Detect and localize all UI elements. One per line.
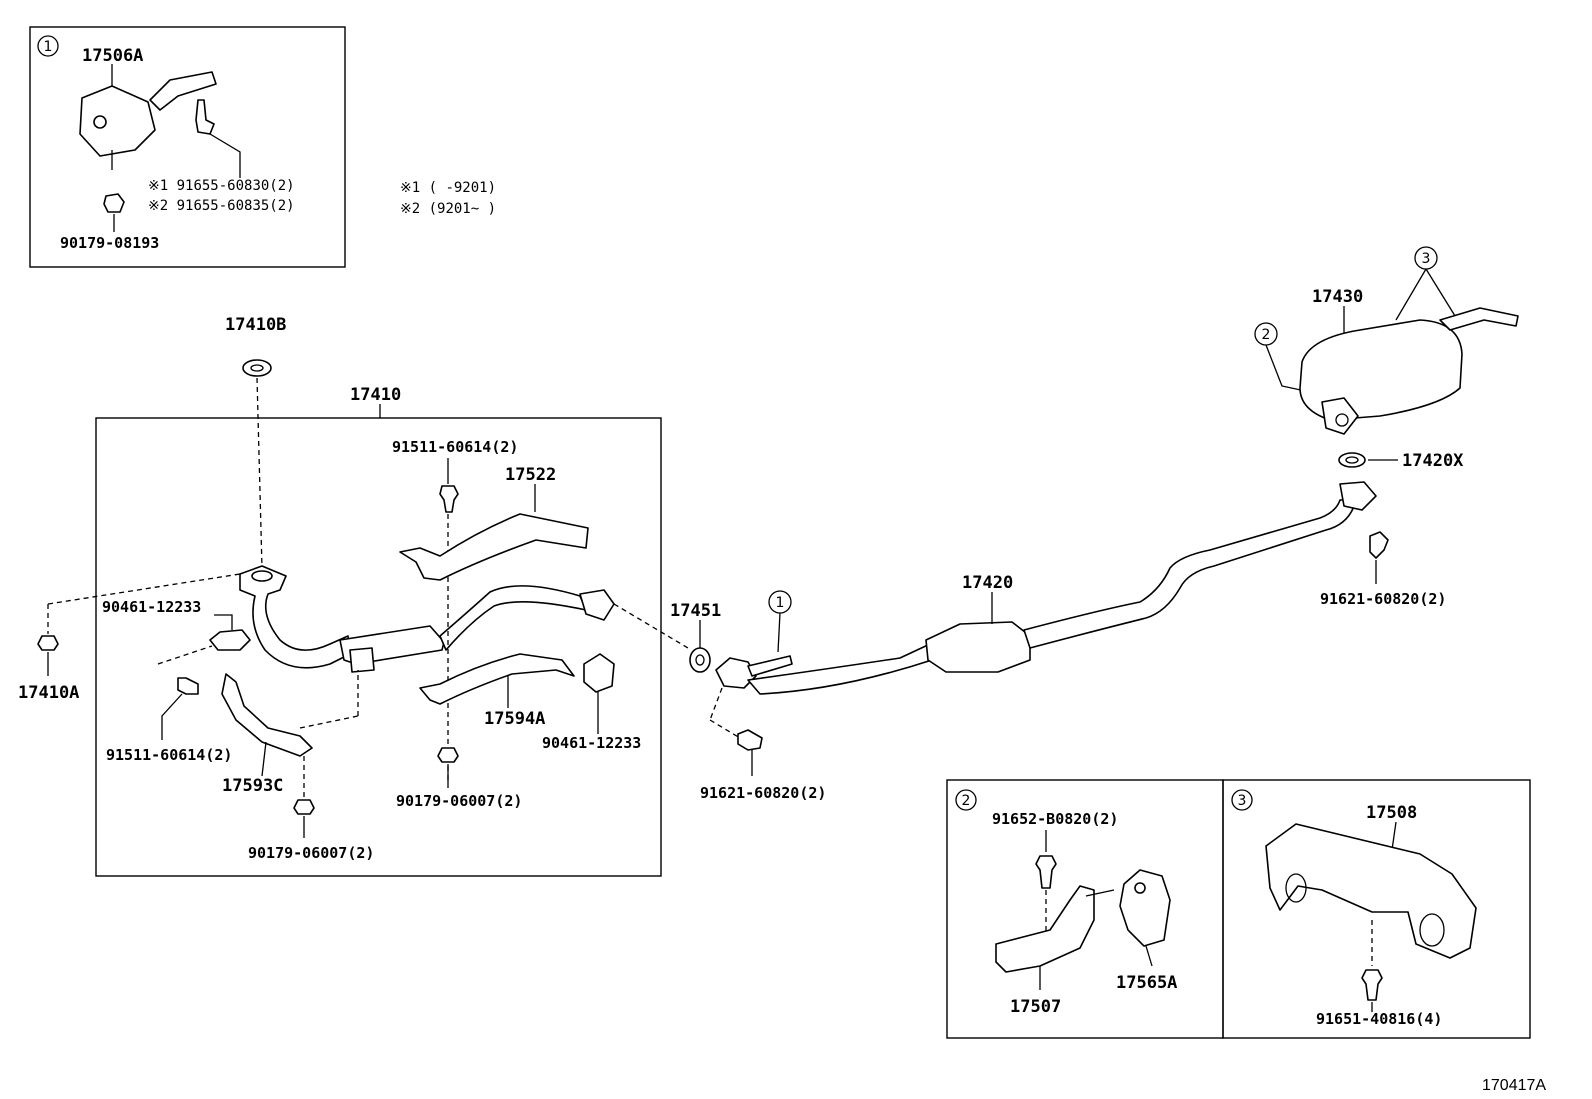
center-pipe-rear-flange <box>1339 481 1377 511</box>
bolt-91621-rear <box>1369 531 1389 559</box>
note-1: ※1 ( -9201) <box>400 180 496 196</box>
bracket-17507 <box>995 885 1095 973</box>
front-pipe-17410 <box>239 565 351 669</box>
bracket-17508 <box>1265 823 1477 959</box>
bolt-91511-lower-left-label: 91511-60614(2) <box>106 746 232 764</box>
front-pipe-17410-label: 17410 <box>350 385 401 405</box>
inset-3: 3 17508 91651-40816(4) <box>1222 779 1531 1039</box>
clamp-90461-left-label: 90461-12233 <box>102 598 201 616</box>
gasket-17420x <box>1338 452 1366 468</box>
front-pipe-frame <box>95 417 662 877</box>
nut-90179-08193-label: 90179-08193 <box>60 234 159 252</box>
callout-1-label: 1 <box>44 39 53 55</box>
nut-90179-08193 <box>103 193 125 213</box>
nut-90179-lower-left-label: 90179-06007(2) <box>248 844 374 862</box>
note-2: ※2 (9201~ ) <box>400 201 496 217</box>
hanger-17565a <box>1119 869 1171 947</box>
clamp-90461-right <box>583 653 615 693</box>
bolt-91655 <box>195 99 215 135</box>
insulator-17594a-label: 17594A <box>484 709 545 729</box>
center-pipe-front-flange <box>715 657 757 689</box>
center-pipe-17420-label: 17420 <box>962 573 1013 593</box>
insulator-17593c <box>221 673 313 757</box>
inset-1: 1 17506A ※1 91655-60830(2) ※2 91655-6083… <box>29 26 346 268</box>
muffler-17430 <box>1299 319 1463 421</box>
callout-1b-label: 1 <box>776 595 785 611</box>
nut-17410a-label: 17410A <box>18 683 79 703</box>
bolt-91621-front-label: 91621-60820(2) <box>700 784 826 802</box>
bolt-91651-label: 91651-40816(4) <box>1316 1010 1442 1028</box>
nut-90179-lower-mid <box>437 747 459 763</box>
bracket-17508-label: 17508 <box>1366 803 1417 823</box>
bolt-91511-upper <box>439 485 459 513</box>
bolt-91655-60835-label: ※2 91655-60835(2) <box>148 198 295 214</box>
bolt-91651 <box>1361 969 1383 1001</box>
callout-2-label: 2 <box>1262 327 1271 343</box>
clamp-90461-right-label: 90461-12233 <box>542 734 641 752</box>
inset-3-callout: 3 <box>1238 793 1247 809</box>
muffler-inlet-flange <box>1321 397 1359 435</box>
front-pipe-group: 17410B 17410 17410A 90461-12233 91511-60… <box>18 315 662 877</box>
bolt-91652 <box>1035 855 1057 889</box>
callout-1-circle <box>37 35 59 57</box>
muffler-tail-tip <box>1439 307 1519 331</box>
insulator-17522 <box>399 513 589 581</box>
insulator-17594a <box>419 653 575 705</box>
center-pipe-group: 17451 1 17420 91621-60820(2) <box>613 481 1377 802</box>
front-pipe-rear-flange <box>579 589 615 621</box>
inset-2: 2 91652-B0820(2) 17507 17565A <box>946 779 1224 1039</box>
bolt-91511-upper-label: 91511-60614(2) <box>392 438 518 456</box>
gasket-17410b-label: 17410B <box>225 315 286 335</box>
muffler-17430-label: 17430 <box>1312 287 1363 307</box>
bolt-91655-60830-label: ※1 91655-60830(2) <box>148 178 295 194</box>
gasket-17451-label: 17451 <box>670 601 721 621</box>
gasket-17420x-label: 17420X <box>1402 451 1464 471</box>
bolt-91621-rear-label: 91621-60820(2) <box>1320 590 1446 608</box>
inset-2-callout: 2 <box>962 793 971 809</box>
hanger-17565a-label: 17565A <box>1116 973 1177 993</box>
clamp-90461-left <box>209 629 251 651</box>
inset-3-frame <box>1222 779 1531 1039</box>
diagram-id: 170417A <box>1482 1077 1546 1094</box>
gasket-17410b <box>242 359 272 377</box>
nut-17410a <box>37 635 59 651</box>
bolt-91621-front <box>737 729 763 751</box>
insulator-17522-label: 17522 <box>505 465 556 485</box>
hanger-bracket-17506a <box>149 71 217 111</box>
part-17506a-label: 17506A <box>82 46 143 66</box>
rubber-hanger-17506a <box>79 85 156 157</box>
bolt-91652-label: 91652-B0820(2) <box>992 810 1118 828</box>
bracket-17507-label: 17507 <box>1010 997 1061 1017</box>
insulator-17593c-label: 17593C <box>222 776 283 796</box>
nut-90179-lower-mid-label: 90179-06007(2) <box>396 792 522 810</box>
gasket-17451 <box>689 647 711 673</box>
inset-1-frame <box>29 26 346 268</box>
nut-90179-lower-left <box>293 799 315 815</box>
bolt-91511-lower-left <box>177 677 199 695</box>
callout-3-label: 3 <box>1422 251 1431 267</box>
center-muffler-17420 <box>925 621 1031 673</box>
tail-group: 17430 3 2 17420X 91621-60820(2) <box>1254 246 1519 608</box>
